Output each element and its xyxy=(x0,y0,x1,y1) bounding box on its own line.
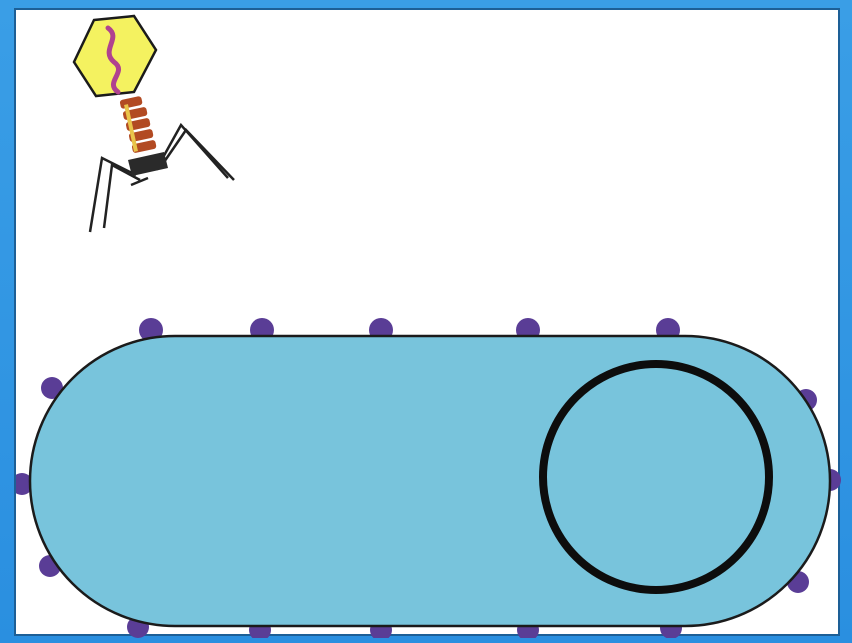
phage-tail-fibers xyxy=(90,125,234,232)
phage-baseplate xyxy=(128,152,168,176)
diagram-panel xyxy=(14,8,840,636)
diagram-canvas xyxy=(16,10,842,638)
phage-tail xyxy=(119,96,156,154)
bacteriophage xyxy=(74,16,234,232)
